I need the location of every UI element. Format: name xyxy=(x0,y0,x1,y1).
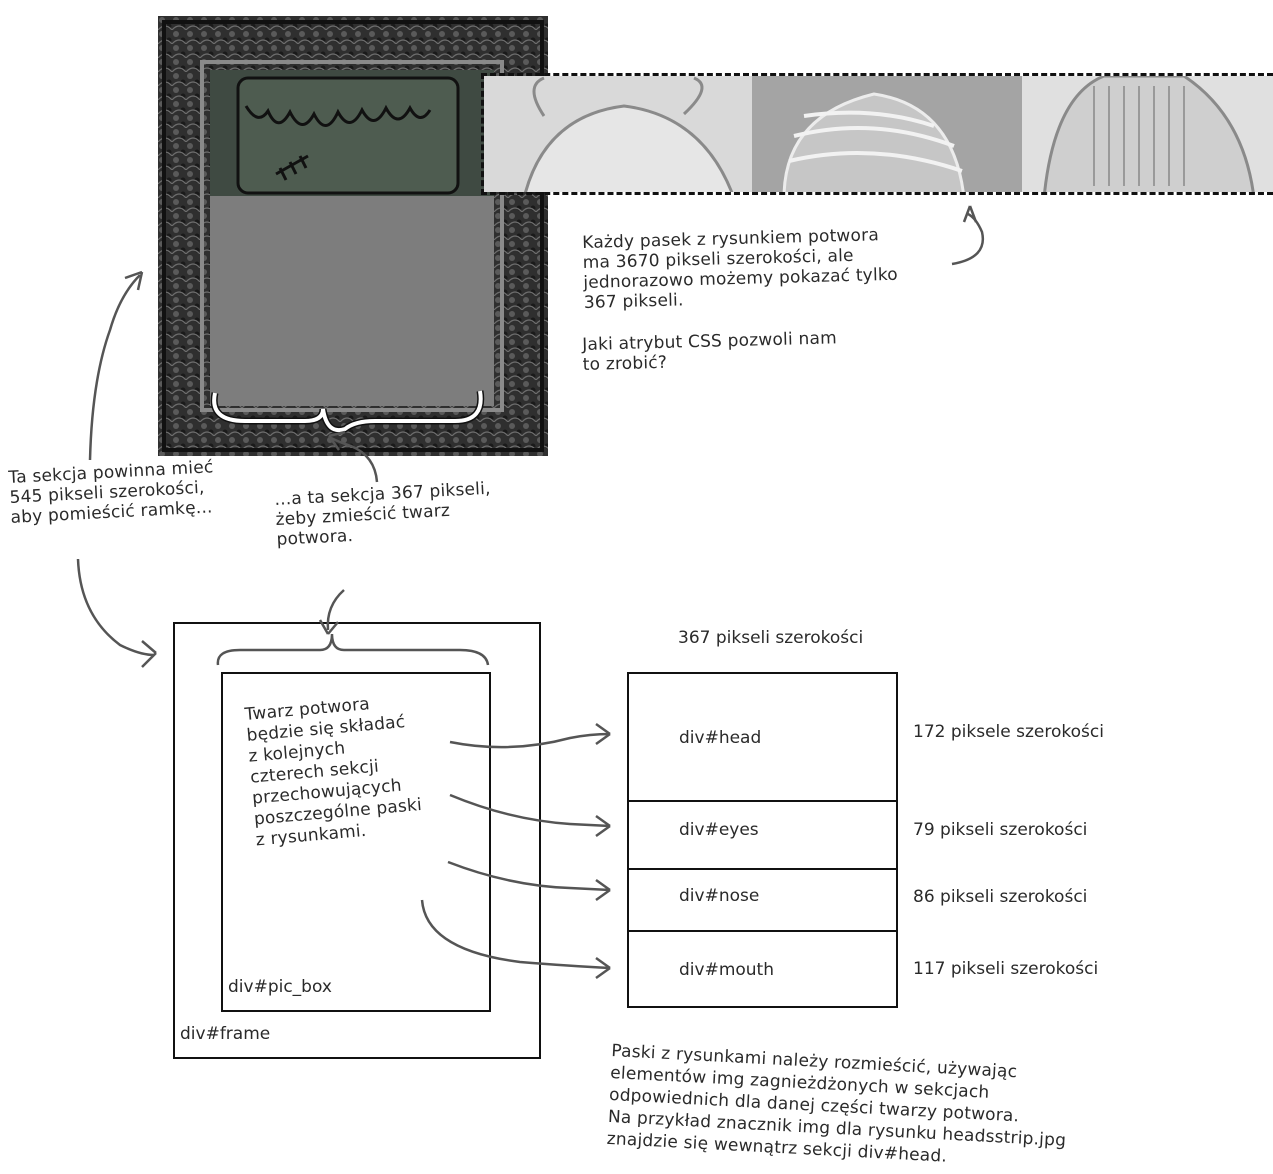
section-eyes-label: div#eyes xyxy=(679,820,759,840)
eyes-width-label: 79 pikseli szerokości xyxy=(913,820,1088,840)
div-frame-box: div#frame xyxy=(173,622,541,1059)
arrow-to-head xyxy=(449,732,611,749)
head-width-label: 172 piksele szerokości xyxy=(913,722,1104,742)
section-nose: div#nose xyxy=(629,870,896,932)
strip-note: Każdy pasek z rysunkiem potwora ma 3670 … xyxy=(582,225,899,313)
column-width-label: 367 pikseli szerokości xyxy=(678,628,864,648)
css-question: Jaki atrybut CSS pozwoli nam to zrobić? xyxy=(582,328,838,375)
top-brace xyxy=(216,589,490,666)
strip-arrow xyxy=(951,205,985,266)
section-arrows xyxy=(420,722,611,980)
section-eyes: div#eyes xyxy=(629,802,896,870)
arrow-to-nose xyxy=(447,860,611,892)
face-note: Twarz potwora będzie się składać z kolej… xyxy=(244,690,425,851)
arrow-to-mouth xyxy=(420,899,611,970)
monster-strip xyxy=(481,73,1273,195)
section-head-label: div#head xyxy=(679,728,762,748)
nose-width-label: 86 pikseli szerokości xyxy=(913,887,1088,907)
section-nose-label: div#nose xyxy=(679,886,760,906)
picbox-brace xyxy=(210,390,485,434)
div-picbox-box: div#pic_box xyxy=(221,672,491,1012)
picbox-label: div#pic_box xyxy=(228,977,332,997)
section-mouth: div#mouth xyxy=(629,932,896,1006)
face-area xyxy=(210,196,494,406)
arrow-to-eyes xyxy=(449,793,611,828)
mouth-width-label: 117 pikseli szerokości xyxy=(913,959,1099,979)
frame-note-arrow-up xyxy=(88,270,144,461)
section-head: div#head xyxy=(629,674,896,802)
sections-column: div#head div#eyes div#nose div#mouth xyxy=(627,672,898,1008)
section-mouth-label: div#mouth xyxy=(679,960,774,980)
bottom-note: Paski z rysunkami należy rozmieścić, uży… xyxy=(606,1040,1070,1174)
picbox-note-arrow-up xyxy=(327,430,379,483)
frame-note-arrow-down xyxy=(76,558,157,668)
frame-label: div#frame xyxy=(180,1024,271,1044)
